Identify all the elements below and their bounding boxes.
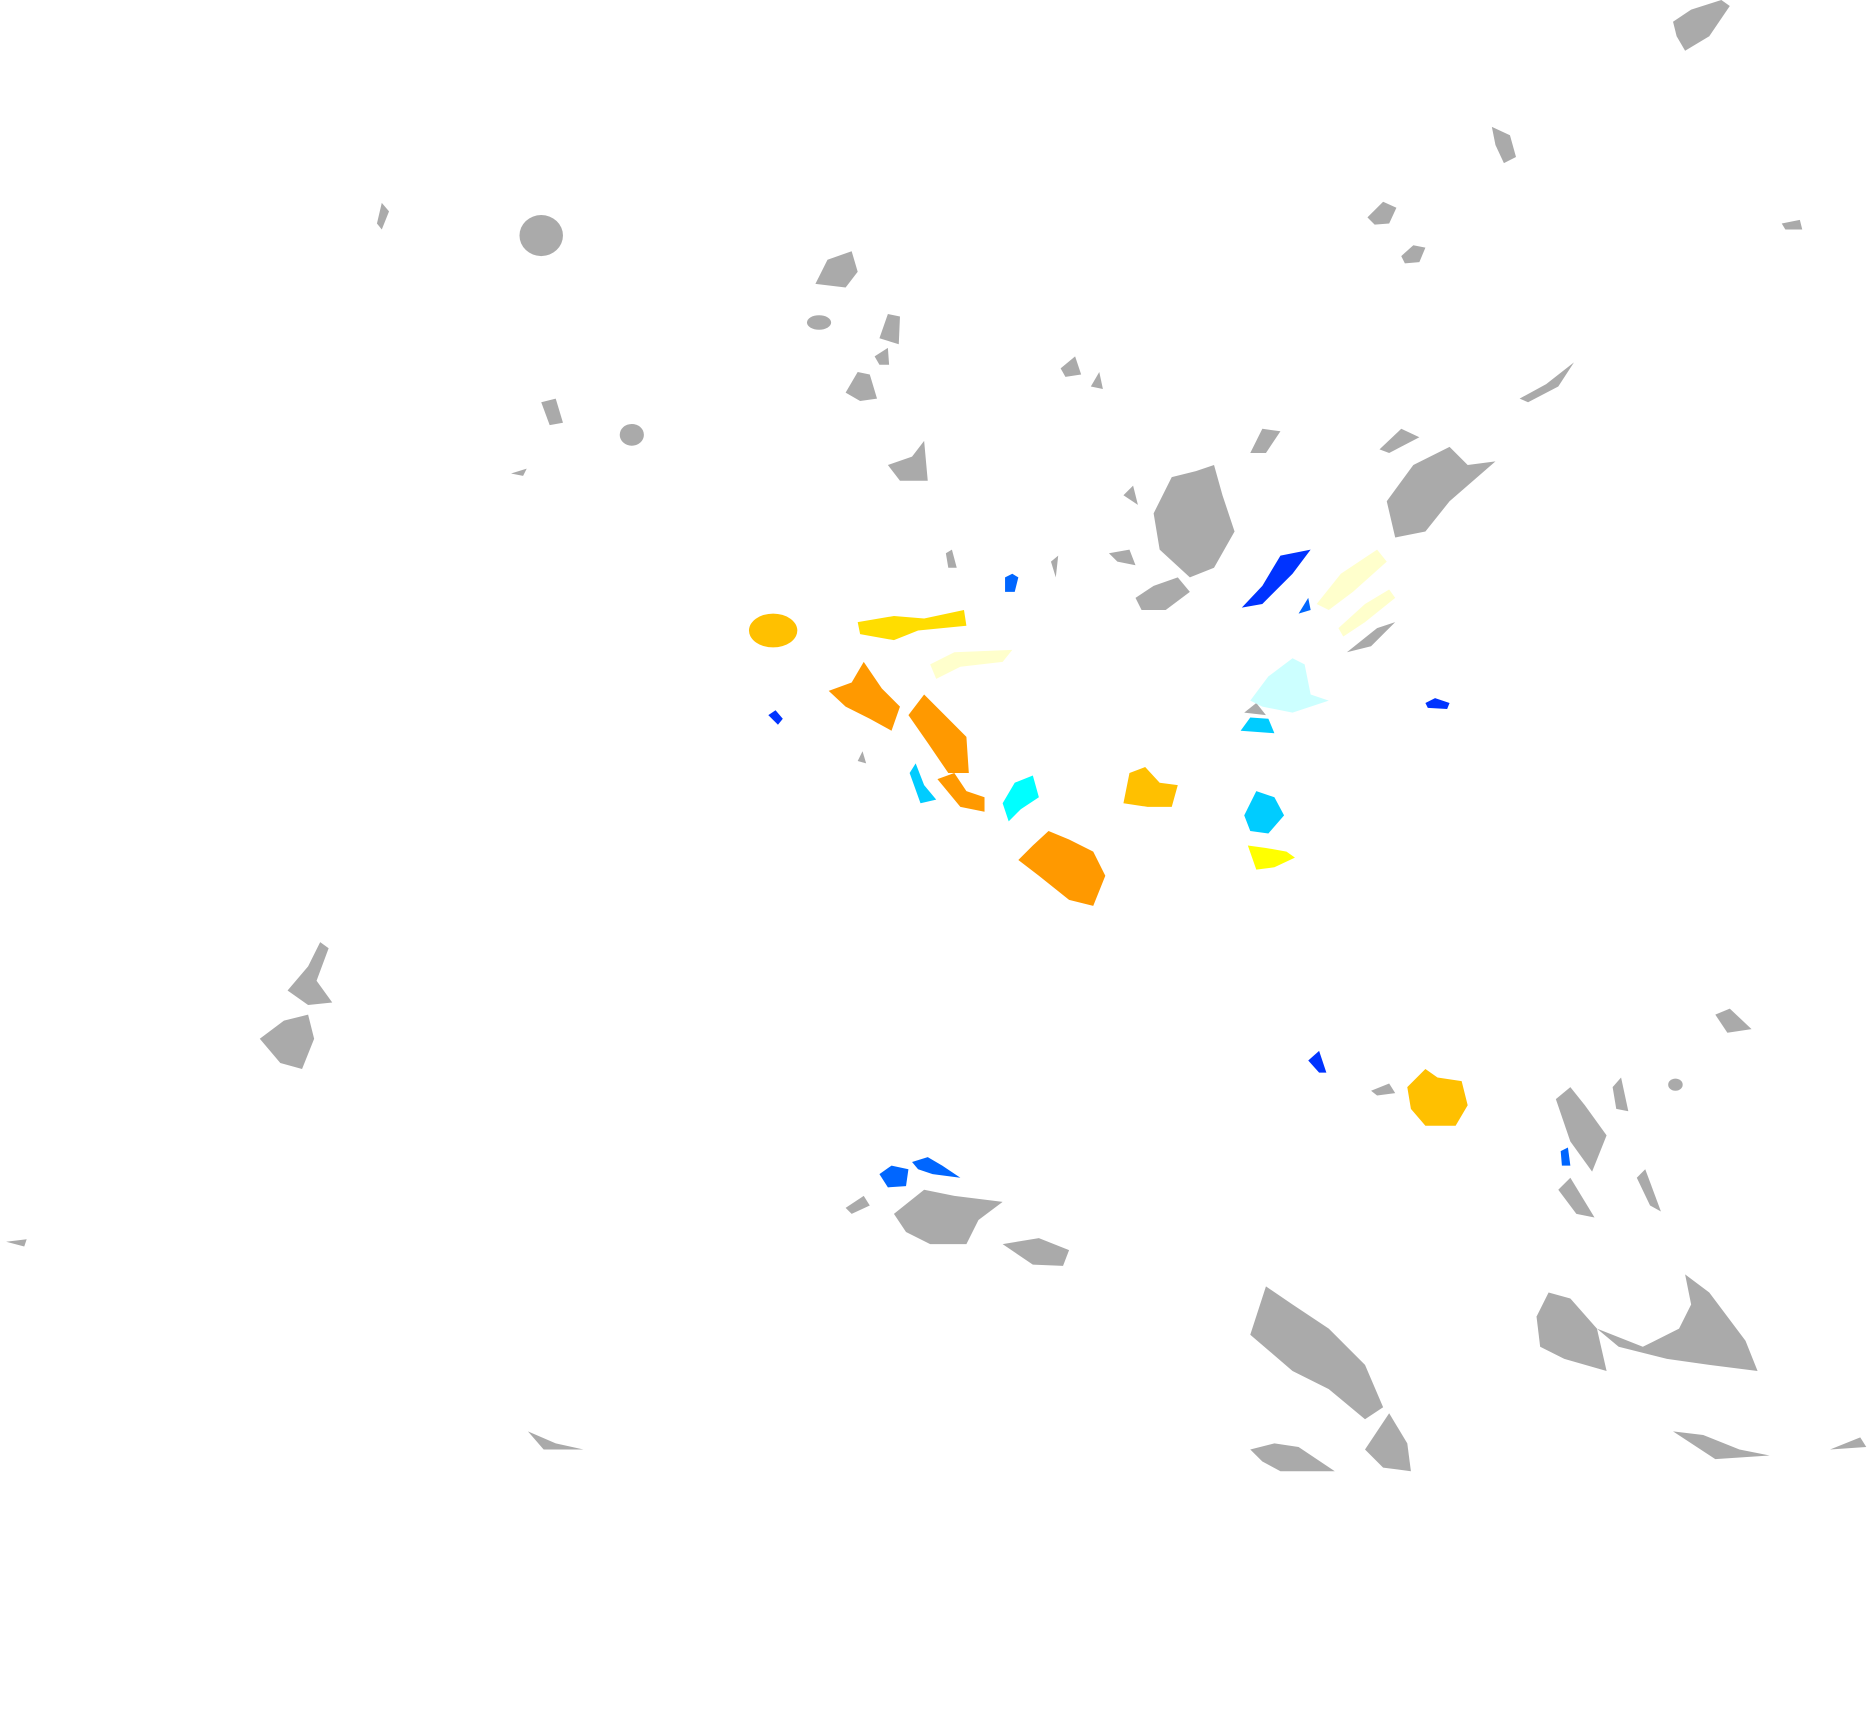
island	[287, 942, 333, 1005]
island	[1108, 549, 1136, 566]
island-yellow	[1247, 845, 1295, 870]
island-orange	[1123, 767, 1178, 807]
island	[879, 314, 900, 345]
island	[893, 1189, 1003, 1245]
island	[874, 347, 890, 365]
island-dark-blue	[1308, 1050, 1327, 1073]
island	[519, 215, 563, 257]
island	[1781, 219, 1803, 230]
island	[1830, 1437, 1867, 1450]
island	[845, 372, 878, 402]
island	[1715, 1008, 1752, 1033]
island	[806, 315, 832, 330]
island-dark-orange	[937, 773, 985, 812]
island	[1346, 622, 1396, 653]
island-cream	[1316, 549, 1387, 610]
island	[1002, 1238, 1070, 1266]
island	[1536, 1292, 1607, 1371]
island	[1612, 1077, 1629, 1112]
island	[1365, 1413, 1411, 1472]
island	[1060, 356, 1082, 377]
island	[6, 1239, 27, 1247]
island	[1090, 372, 1103, 389]
island	[619, 423, 644, 446]
island-dark-blue	[1425, 698, 1450, 710]
island	[527, 1431, 584, 1450]
island-dark-blue	[1241, 549, 1311, 608]
island	[1555, 1087, 1607, 1172]
island-dark-orange	[1018, 831, 1106, 906]
grey-islands	[6, 0, 1867, 1472]
island	[815, 251, 858, 288]
island	[1596, 1274, 1758, 1371]
island-blue	[1005, 573, 1019, 592]
island	[1371, 1083, 1396, 1096]
island	[1244, 702, 1266, 716]
island	[1491, 126, 1516, 164]
colored-islands	[748, 549, 1571, 1188]
island	[1250, 1286, 1384, 1420]
island-light-cyan	[1250, 658, 1329, 713]
island	[1250, 428, 1281, 453]
island-dark-orange	[828, 661, 900, 731]
island-cream	[930, 649, 1013, 679]
island	[1673, 1431, 1770, 1460]
island	[1250, 1443, 1335, 1472]
island-orange	[1407, 1068, 1468, 1126]
island-blue	[1298, 597, 1311, 614]
island	[1401, 245, 1426, 264]
island	[511, 468, 527, 476]
island-sky	[1240, 717, 1275, 734]
island-dark-orange	[908, 694, 969, 774]
island	[1668, 1078, 1683, 1091]
island	[376, 202, 390, 230]
island	[1519, 362, 1574, 403]
island	[1135, 577, 1190, 610]
island	[945, 549, 957, 568]
island-blue	[1560, 1147, 1571, 1166]
island	[1367, 201, 1397, 225]
island	[1673, 0, 1730, 51]
island-cream	[1338, 589, 1396, 637]
island-orange	[748, 613, 798, 648]
island-cyan	[1002, 775, 1039, 822]
island-blue	[912, 1157, 961, 1178]
island	[845, 1195, 870, 1214]
island-dark-blue	[768, 710, 783, 725]
island	[1386, 446, 1496, 538]
island	[259, 1014, 315, 1069]
island	[1636, 1169, 1661, 1212]
island-blue	[879, 1165, 909, 1188]
island	[857, 751, 867, 764]
island	[1153, 465, 1235, 578]
island	[541, 398, 563, 426]
island-sky	[1244, 791, 1285, 834]
island	[887, 440, 928, 481]
island	[1558, 1177, 1595, 1218]
island-sky	[909, 763, 937, 804]
island	[1379, 428, 1420, 453]
